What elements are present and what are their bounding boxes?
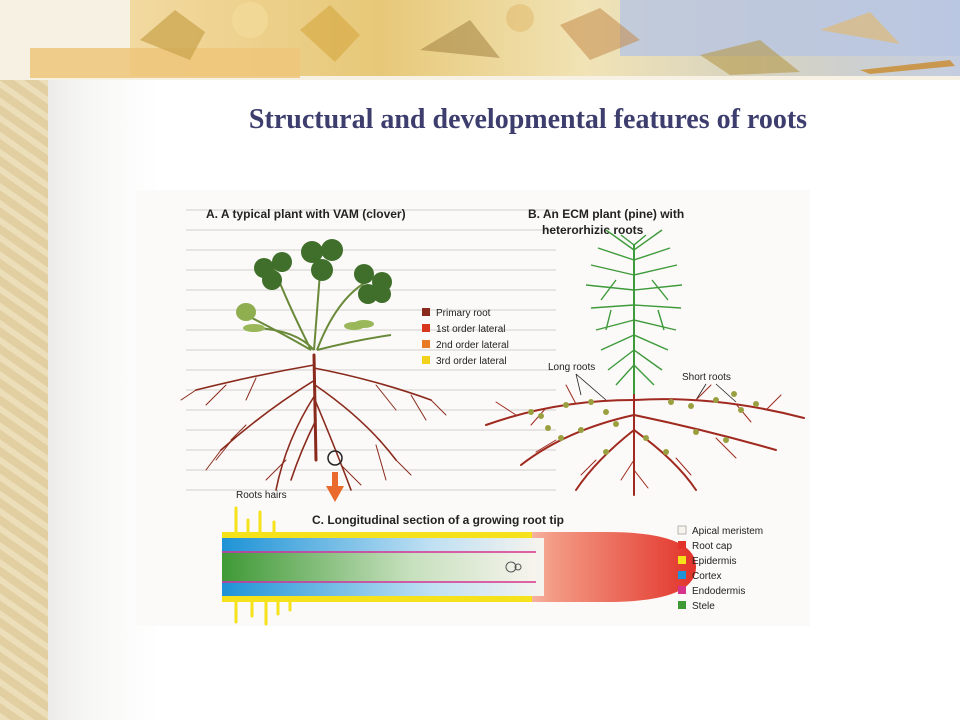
legend-label-root-cap: Root cap [692,541,732,552]
label-long-roots: Long roots [548,362,595,373]
legend-label-cortex: Cortex [692,571,721,582]
zoom-circle-marker [327,450,343,466]
top-leaf-banner [0,0,960,80]
clover-plant-illustration [236,239,392,351]
pine-root-system [485,384,805,496]
legend-label-epidermis: Epidermis [692,556,736,567]
legend-swatch-stele [678,601,686,609]
legend-label-stele: Stele [692,601,715,612]
legend-label-2nd-order: 2nd order lateral [436,340,509,351]
legend-label-apical-meristem: Apical meristem [692,526,763,537]
label-root-hairs: Roots hairs [236,490,287,501]
panel-a-title: A. A typical plant with VAM (clover) [206,207,406,221]
panel-a-legend: Primary root 1st order lateral 2nd order… [422,308,509,367]
legend-swatch-1st-order [422,324,430,332]
pine-short-root-clusters [528,391,759,455]
legend-swatch-2nd-order [422,340,430,348]
legend-swatch-apical-meristem [677,525,687,535]
legend-swatch-cortex [678,571,686,579]
panel-b-title-line1: B. An ECM plant (pine) with [528,207,684,221]
root-tip-section [222,506,696,626]
legend-swatch-endodermis [678,586,686,594]
root-structure-figure: A. A typical plant with VAM (clover) [136,190,810,626]
zoom-arrow [326,472,344,502]
panel-c-legend: Apical meristem Root cap Epidermis Corte… [677,525,763,612]
legend-label-endodermis: Endodermis [692,586,745,597]
pine-label-pointers [575,373,737,403]
panel-c-title: C. Longitudinal section of a growing roo… [312,513,564,527]
clover-root-system [180,353,447,491]
label-short-roots: Short roots [682,372,731,383]
slide-title: Structural and developmental features of… [248,104,808,135]
legend-label-1st-order: 1st order lateral [436,324,505,335]
legend-label-primary-root: Primary root [436,308,491,319]
legend-swatch-root-cap [678,541,686,549]
pine-plant-illustration [585,229,683,395]
legend-swatch-3rd-order [422,356,430,364]
legend-swatch-epidermis [678,556,686,564]
left-texture-strip [0,0,48,720]
legend-swatch-primary-root [422,308,430,316]
panel-b-title-line2: heterorhizic roots [542,223,644,237]
legend-label-3rd-order: 3rd order lateral [436,356,507,367]
